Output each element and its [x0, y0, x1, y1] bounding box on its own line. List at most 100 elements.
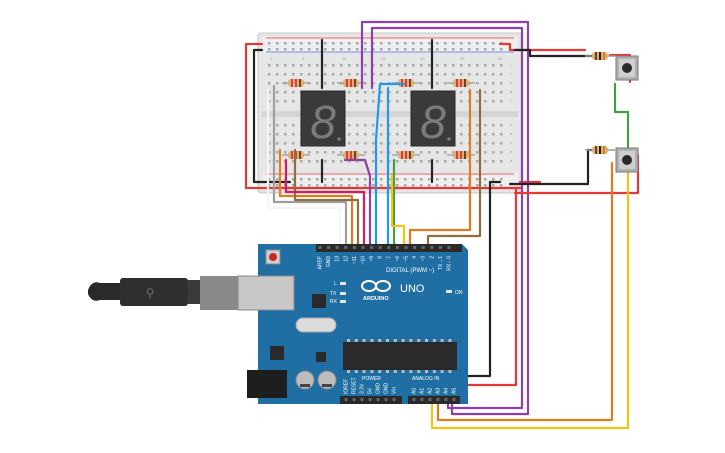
header-pin[interactable]: [452, 398, 456, 401]
header-pin[interactable]: [378, 246, 382, 249]
terminal-hole: [396, 73, 399, 76]
wire-yellow: [430, 170, 630, 430]
terminal-hole: [364, 91, 367, 94]
resistor[interactable]: [392, 151, 420, 159]
header-pin[interactable]: [327, 246, 331, 249]
rail-hole: [460, 48, 463, 51]
power-pin-label: GND: [376, 383, 382, 395]
digital-pin-label: ~10: [361, 256, 367, 265]
rail-hole: [268, 178, 271, 181]
terminal-hole: [380, 160, 383, 163]
terminal-hole: [492, 73, 495, 76]
terminal-hole: [292, 73, 295, 76]
digital-pin-label: RX←0: [447, 256, 453, 271]
seven-segment-display-left[interactable]: 8: [300, 90, 346, 148]
header-pin[interactable]: [352, 398, 356, 401]
resistor-top-right[interactable]: [585, 52, 615, 60]
rail-hole: [340, 178, 343, 181]
header-pin[interactable]: [318, 246, 322, 249]
rail-hole: [292, 178, 295, 181]
digital-pin-label: 13: [335, 256, 341, 262]
rail-hole: [380, 42, 383, 45]
resistor-bottom-right[interactable]: [585, 146, 615, 154]
rail-hole: [316, 178, 319, 181]
chip-pin: [386, 370, 389, 373]
terminal-hole: [276, 91, 279, 94]
header-pin[interactable]: [412, 398, 416, 401]
terminal-hole: [268, 64, 271, 67]
terminal-hole: [492, 100, 495, 103]
resistor[interactable]: [447, 79, 475, 87]
header-pin[interactable]: [370, 246, 374, 249]
header-pin[interactable]: [360, 398, 364, 401]
header-pin[interactable]: [344, 246, 348, 249]
rail-hole: [452, 178, 455, 181]
header-pin[interactable]: [384, 398, 388, 401]
seven-segment-display-right[interactable]: 8: [410, 90, 456, 148]
rail-hole: [324, 42, 327, 45]
terminal-hole: [484, 64, 487, 67]
terminal-hole: [476, 142, 479, 145]
terminal-hole: [396, 91, 399, 94]
header-pin[interactable]: [395, 246, 399, 249]
header-pin[interactable]: [428, 398, 432, 401]
terminal-hole: [404, 142, 407, 145]
header-pin[interactable]: [376, 398, 380, 401]
terminal-hole: [484, 151, 487, 154]
header-pin[interactable]: [447, 246, 451, 249]
rail-hole: [476, 42, 479, 45]
header-pin[interactable]: [436, 398, 440, 401]
header-pin[interactable]: [430, 246, 434, 249]
column-number: 30: [498, 56, 503, 61]
terminal-hole: [388, 142, 391, 145]
rail-hole: [436, 184, 439, 187]
header-pin[interactable]: [368, 398, 372, 401]
arduino-infinity-logo-icon: [361, 280, 391, 292]
terminal-hole: [420, 160, 423, 163]
rail-hole: [356, 184, 359, 187]
analog-pin-label: A2: [428, 388, 434, 394]
rail-hole: [380, 178, 383, 181]
rail-hole: [372, 48, 375, 51]
wire-black: [252, 48, 292, 184]
rail-hole: [412, 184, 415, 187]
terminal-hole: [500, 82, 503, 85]
header-pin[interactable]: [361, 246, 365, 249]
resistor[interactable]: [337, 79, 365, 87]
rail-hole: [428, 42, 431, 45]
terminal-hole: [284, 73, 287, 76]
chip-pin: [378, 339, 382, 342]
header-pin[interactable]: [404, 246, 408, 249]
rail-hole: [324, 178, 327, 181]
terminal-hole: [348, 160, 351, 163]
pushbutton-top[interactable]: [615, 55, 639, 81]
header-pin[interactable]: [420, 398, 424, 401]
wire-brown: [426, 88, 482, 248]
rail-hole: [300, 42, 303, 45]
breadboard[interactable]: j i h g f e d c b a 1 5 10 15 20 25 30: [257, 32, 523, 194]
terminal-hole: [284, 151, 287, 154]
terminal-hole: [332, 160, 335, 163]
resistor[interactable]: [282, 79, 310, 87]
resistor[interactable]: [337, 151, 365, 159]
row-letter: f: [510, 98, 512, 103]
header-pin[interactable]: [392, 398, 396, 401]
header-pin[interactable]: [413, 246, 417, 249]
header-pin[interactable]: [335, 246, 339, 249]
rail-hole: [484, 42, 487, 45]
terminal-hole: [436, 73, 439, 76]
header-pin[interactable]: [421, 246, 425, 249]
terminal-hole: [404, 133, 407, 136]
rail-hole: [300, 178, 303, 181]
header-pin[interactable]: [444, 398, 448, 401]
header-pin[interactable]: [387, 246, 391, 249]
terminal-hole: [420, 64, 423, 67]
terminal-hole: [460, 64, 463, 67]
pushbutton-bottom[interactable]: [615, 147, 639, 173]
header-pin[interactable]: [344, 398, 348, 401]
header-pin[interactable]: [352, 246, 356, 249]
chip-pin: [448, 370, 452, 373]
header-pin[interactable]: [438, 246, 442, 249]
